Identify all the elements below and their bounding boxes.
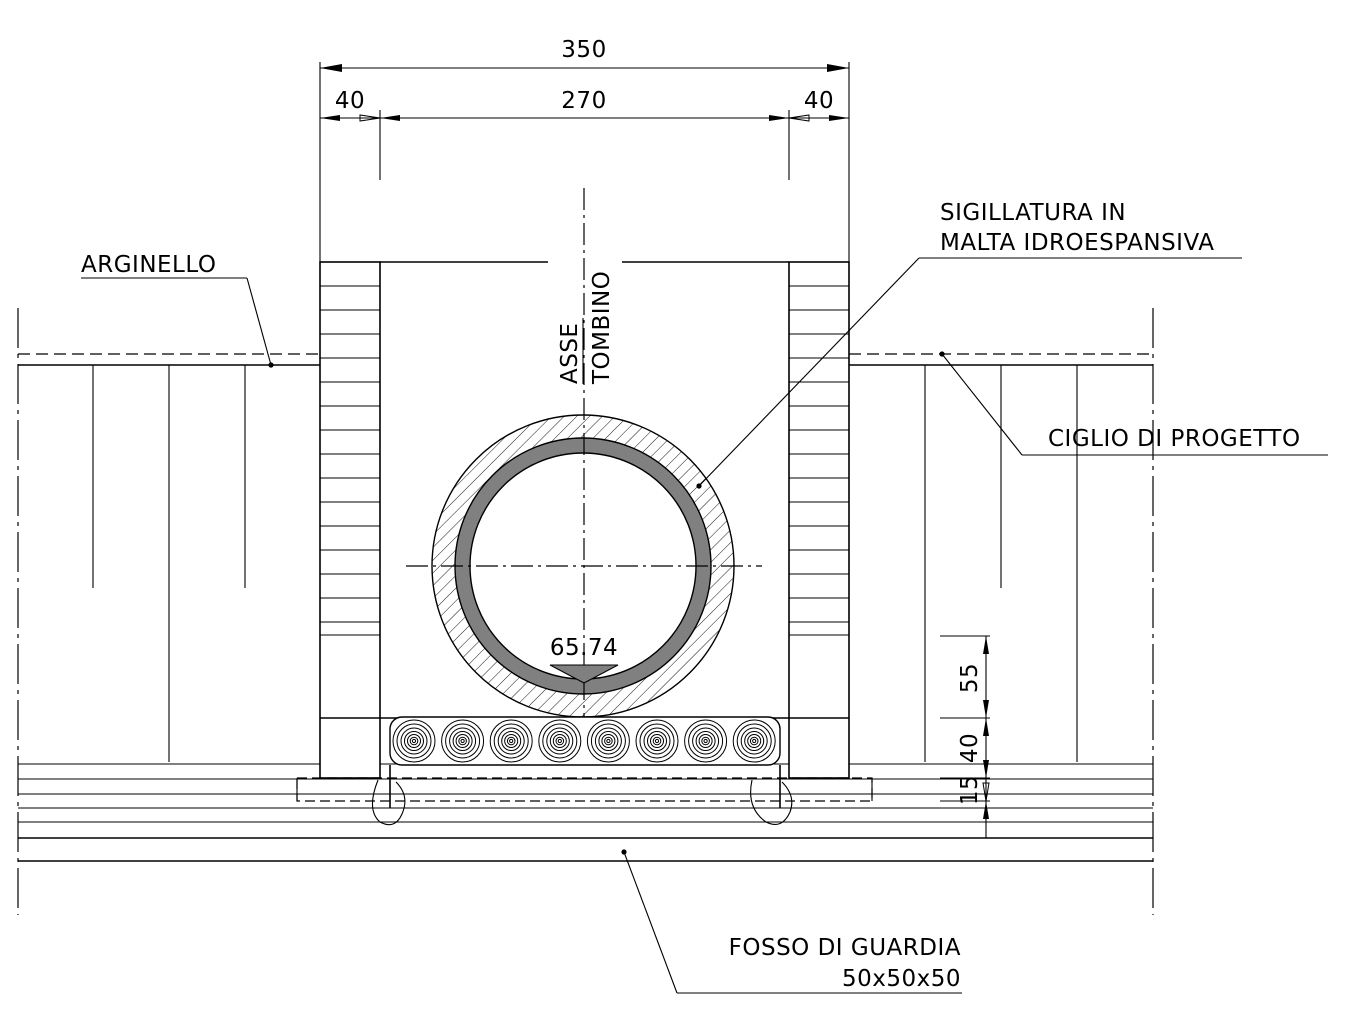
log-ring (639, 723, 675, 759)
sigillatura-label-line2: MALTA IDROESPANSIVA (940, 230, 1214, 256)
callout-ciglio: CIGLIO DI PROGETTO (939, 351, 1328, 456)
height-55-label: 55 (957, 663, 983, 693)
log-ring (538, 719, 582, 763)
dimension-right-40-label: 40 (804, 88, 834, 114)
log-ring (643, 727, 671, 755)
right-headwall-courses (789, 285, 849, 623)
log-ring (652, 736, 662, 746)
log-ring (684, 719, 728, 763)
log-ring (747, 734, 762, 748)
log-ring (501, 731, 522, 751)
log-ring (555, 736, 565, 746)
callout-sigillatura: SIGILLATURA IN MALTA IDROESPANSIVA (696, 200, 1242, 489)
dimension-350: 350 (320, 37, 849, 72)
height-40-label: 40 (957, 733, 983, 763)
elevation-label: 65.74 (550, 635, 618, 661)
axis-label-line2: TOMBINO (589, 271, 615, 385)
log-ring (409, 736, 419, 746)
drawing-border-lines (17, 308, 1154, 915)
log-ring (586, 719, 630, 763)
log-ring (509, 738, 514, 744)
callout-arginello: ARGINELLO (81, 252, 274, 368)
log-ring (647, 731, 667, 751)
culvert-axis (406, 188, 762, 722)
log-ring (542, 723, 578, 759)
left-headwall (319, 261, 381, 779)
fosso-label-line2: 50x50x50 (842, 966, 961, 992)
log-rings (392, 719, 776, 763)
log-ring (504, 734, 519, 748)
dimension-left-40-label: 40 (335, 88, 365, 114)
extension-lines (319, 62, 850, 262)
log-ring (601, 734, 616, 748)
log-ring (452, 731, 473, 751)
log-ring (744, 731, 765, 751)
dimension-40-270-40: 40 270 40 (320, 88, 849, 122)
log-ring (407, 734, 421, 748)
log-ring (654, 738, 660, 744)
log-ring (736, 723, 772, 759)
log-ring (703, 738, 708, 744)
ditch-layers (18, 763, 1153, 862)
log-ring (449, 727, 477, 755)
log-ring (740, 727, 768, 755)
left-headwall-courses (320, 285, 380, 623)
log-ring (493, 723, 529, 759)
height-15-label: 15 (957, 775, 983, 805)
callout-fosso: FOSSO DI GUARDIA 50x50x50 (621, 849, 962, 994)
log-ring (650, 734, 664, 748)
ciglio-label: CIGLIO DI PROGETTO (1048, 426, 1301, 452)
log-ring (695, 731, 716, 751)
log-bed (389, 716, 781, 808)
log-ring (497, 727, 525, 755)
log-ring (692, 727, 720, 755)
dimension-270-label: 270 (561, 88, 606, 114)
log-ring (411, 738, 417, 744)
log-ring (698, 734, 713, 748)
log-ring (404, 731, 424, 751)
log-ring (752, 738, 757, 744)
log-ring (557, 738, 562, 744)
fosso-label-line1: FOSSO DI GUARDIA (729, 935, 961, 961)
arginello-label: ARGINELLO (81, 252, 216, 278)
log-ring (701, 736, 710, 746)
log-ring (604, 736, 613, 746)
log-ring (455, 734, 470, 748)
height-dimensions: 55 40 15 (940, 635, 990, 838)
axis-label: ASSE TOMBINO (557, 271, 615, 385)
log-ring (441, 719, 485, 763)
log-ring (549, 731, 570, 751)
log-ring (732, 719, 776, 763)
log-ring (506, 736, 516, 746)
log-ring (590, 723, 626, 759)
axis-label-line1: ASSE (557, 323, 583, 384)
foundation-outline (296, 777, 873, 826)
log-ring (688, 723, 724, 759)
right-headwall (788, 261, 850, 779)
log-ring (396, 723, 432, 759)
log-ring (749, 736, 759, 746)
elevation-marker: 65.74 (549, 635, 619, 684)
log-ring (460, 738, 465, 744)
log-ring (606, 738, 611, 744)
log-ring (392, 719, 436, 763)
log-ring (598, 731, 619, 751)
log-ring (458, 736, 467, 746)
log-ring (552, 734, 567, 748)
dimension-350-label: 350 (561, 37, 606, 63)
log-ring (594, 727, 622, 755)
sigillatura-label-line1: SIGILLATURA IN (940, 200, 1126, 226)
log-ring (400, 727, 428, 755)
log-ring (489, 719, 533, 763)
log-ring (445, 723, 481, 759)
log-ring (546, 727, 574, 755)
log-ring (635, 719, 679, 763)
